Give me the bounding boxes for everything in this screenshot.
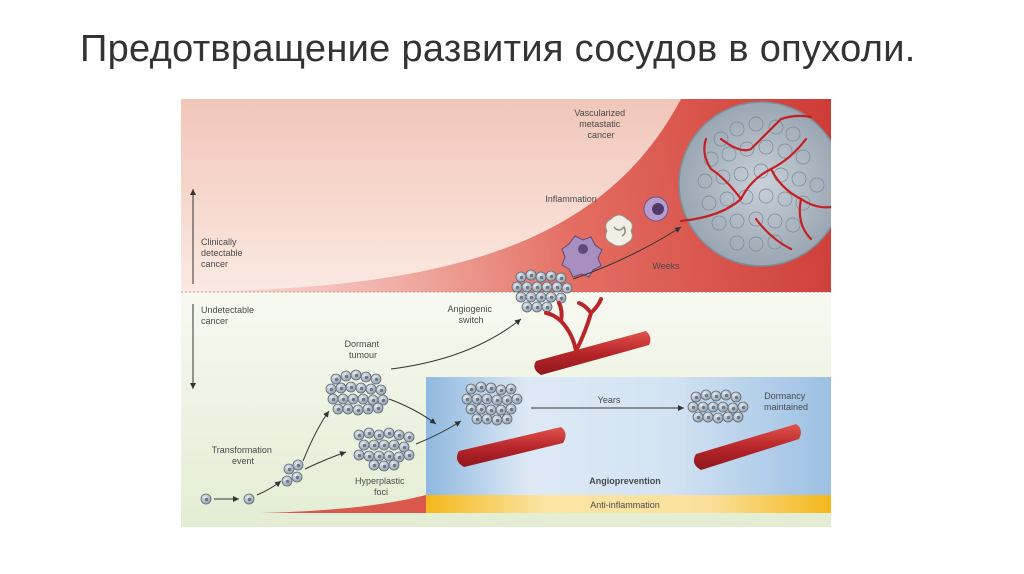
arrow-to-dormant bbox=[302, 410, 330, 462]
transformation-label: Transformation event bbox=[212, 445, 275, 466]
inflammation-label: Inflammation bbox=[545, 194, 597, 204]
years-label: Years bbox=[598, 395, 621, 405]
arrow-foci-to-band bbox=[415, 420, 462, 445]
dormancy-cells bbox=[687, 389, 749, 424]
vascularized-tumour bbox=[678, 101, 844, 267]
weeks-label: Weeks bbox=[652, 261, 680, 271]
undetectable-label: Undetectable cancer bbox=[201, 305, 257, 326]
growth-curve bbox=[181, 99, 831, 292]
dormant-tumour-label: Dormant tumour bbox=[344, 339, 381, 360]
angiogenic-switch-label: Angiogenic switch bbox=[447, 304, 494, 325]
arrow-to-foci bbox=[304, 451, 347, 470]
hyperplastic-label: Hyperplastic foci bbox=[355, 476, 407, 497]
arrow-to-cluster bbox=[256, 480, 282, 496]
slide-title: Предотвращение развития сосудов в опухол… bbox=[80, 28, 916, 70]
arrow-dormant-to-band bbox=[388, 398, 437, 425]
inflammatory-cells bbox=[561, 196, 669, 278]
arrow-to-switch bbox=[390, 318, 522, 370]
dormancy-label: Dormancy maintained bbox=[764, 391, 808, 412]
early-growth-curve bbox=[261, 495, 426, 513]
anti-inflammation-label: Anti-inflammation bbox=[590, 500, 660, 510]
band-vessel-right bbox=[693, 424, 801, 470]
anti-inflammation-band bbox=[426, 495, 831, 513]
angioprevention-label: Angioprevention bbox=[589, 476, 661, 486]
arrow-weeks bbox=[572, 226, 682, 280]
clinically-detectable-label: Clinically detectable cancer bbox=[201, 237, 245, 269]
band-vessel-left bbox=[456, 427, 566, 467]
angiogenesis-diagram: Clinically detectable cancer Undetectabl… bbox=[181, 99, 844, 527]
vascularized-label: Vascularized metastatic cancer bbox=[574, 108, 627, 140]
sprouting-vessel bbox=[534, 297, 651, 375]
